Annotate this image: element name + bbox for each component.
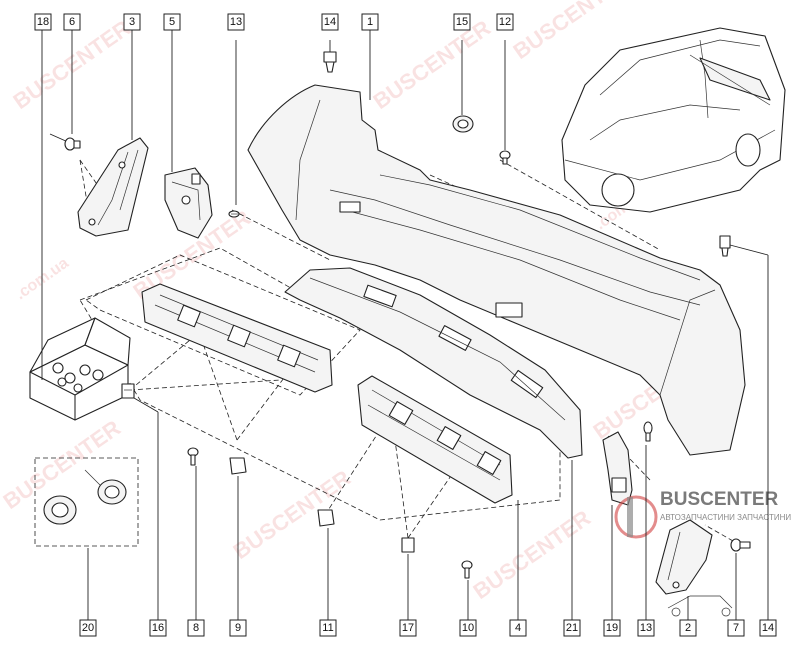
part-18-fixing-kit xyxy=(29,317,131,421)
callout-box xyxy=(229,619,247,637)
part-16-clip xyxy=(121,383,135,399)
callout-label: 4 xyxy=(515,622,521,634)
callout-label: 6 xyxy=(69,16,75,28)
callout-box xyxy=(563,619,581,637)
callout-box xyxy=(123,13,141,31)
callout-label: 12 xyxy=(499,16,511,28)
part-20-detail xyxy=(34,457,139,547)
part-7-bolt xyxy=(730,538,751,552)
callout-box xyxy=(459,619,477,637)
callout-label: 3 xyxy=(129,16,135,28)
callout-label: 17 xyxy=(402,622,414,634)
part-14-clip-right xyxy=(719,235,731,257)
callout-label: 21 xyxy=(566,622,578,634)
leader-lines xyxy=(41,30,769,620)
callout-label: 5 xyxy=(169,16,175,28)
callout-box xyxy=(496,13,514,31)
part-11-clip xyxy=(317,509,335,527)
callout-box xyxy=(63,13,81,31)
callout-box xyxy=(727,619,745,637)
callout-label: 8 xyxy=(193,622,199,634)
svg-text:BUSCENTER: BUSCENTER xyxy=(369,15,496,114)
mini-vehicle-icon xyxy=(667,595,733,617)
callout-box xyxy=(319,619,337,637)
callouts-bottom: 20 16 8 9 11 17 10 4 21 19 13 2 7 14 xyxy=(79,619,777,637)
callout-box xyxy=(34,13,52,31)
callout-box xyxy=(509,619,527,637)
callouts-top: 18 6 3 5 13 14 1 15 12 xyxy=(34,13,514,31)
part-2-bracket-right xyxy=(655,519,713,595)
part-10-screw xyxy=(461,560,473,579)
callout-label: 16 xyxy=(152,622,164,634)
callout-box xyxy=(187,619,205,637)
callout-label: 14 xyxy=(324,16,336,28)
callout-box xyxy=(321,13,339,31)
part-13-screw-left xyxy=(228,40,240,218)
callout-label: 9 xyxy=(235,622,241,634)
logo-ring xyxy=(614,495,658,539)
callout-label: 13 xyxy=(230,16,242,28)
callout-label: 1 xyxy=(367,16,373,28)
callout-box xyxy=(759,619,777,637)
logo-bar xyxy=(627,497,633,537)
callout-label: 7 xyxy=(733,622,739,634)
callout-label: 10 xyxy=(462,622,474,634)
svg-text:BUSCENTER: BUSCENTER xyxy=(229,465,356,564)
part-5-bracket xyxy=(164,167,213,239)
callout-label: 13 xyxy=(640,622,652,634)
callout-box xyxy=(149,619,167,637)
part-15-grommet xyxy=(452,40,474,133)
callout-box xyxy=(637,619,655,637)
callout-label: 14 xyxy=(762,622,774,634)
part-21-lower-trim xyxy=(284,267,583,459)
part-3-bracket-left xyxy=(77,137,149,237)
part-14-clip-top xyxy=(323,40,337,73)
callout-box xyxy=(453,13,471,31)
callout-box xyxy=(361,13,379,31)
part-8-screw xyxy=(187,447,199,466)
callout-label: 20 xyxy=(82,622,94,634)
callout-box xyxy=(679,619,697,637)
logo-tagline: АВТОЗАПЧАСТИНИ ЗАПЧАСТИНИ xyxy=(660,513,791,522)
svg-text:BUSCENTER: BUSCENTER xyxy=(469,505,596,604)
logo-text: BUSCENTER xyxy=(660,489,779,510)
part-19-bracket xyxy=(602,431,633,506)
callout-label: 11 xyxy=(322,622,333,634)
callout-box xyxy=(603,619,621,637)
part-13-screw-right xyxy=(643,421,653,442)
callout-label: 18 xyxy=(37,16,49,28)
part-17-clip xyxy=(401,537,415,553)
part-4-lower-beam xyxy=(357,375,513,504)
part-6-bolt xyxy=(49,133,81,151)
part-12-screw xyxy=(499,40,511,165)
callout-box xyxy=(399,619,417,637)
reinforcement-beam-upper xyxy=(141,283,333,393)
callout-box xyxy=(79,619,97,637)
callout-label: 2 xyxy=(685,622,691,634)
buscenter-logo: BUSCENTER АВТОЗАПЧАСТИНИ ЗАПЧАСТИНИ xyxy=(614,489,791,539)
callout-label: 19 xyxy=(606,622,618,634)
vehicle-locator xyxy=(561,27,786,213)
part-1-bumper-cover xyxy=(247,84,746,456)
callout-box xyxy=(163,13,181,31)
callout-label: 15 xyxy=(456,16,468,28)
part-9-clip xyxy=(229,457,247,475)
callout-box xyxy=(227,13,245,31)
